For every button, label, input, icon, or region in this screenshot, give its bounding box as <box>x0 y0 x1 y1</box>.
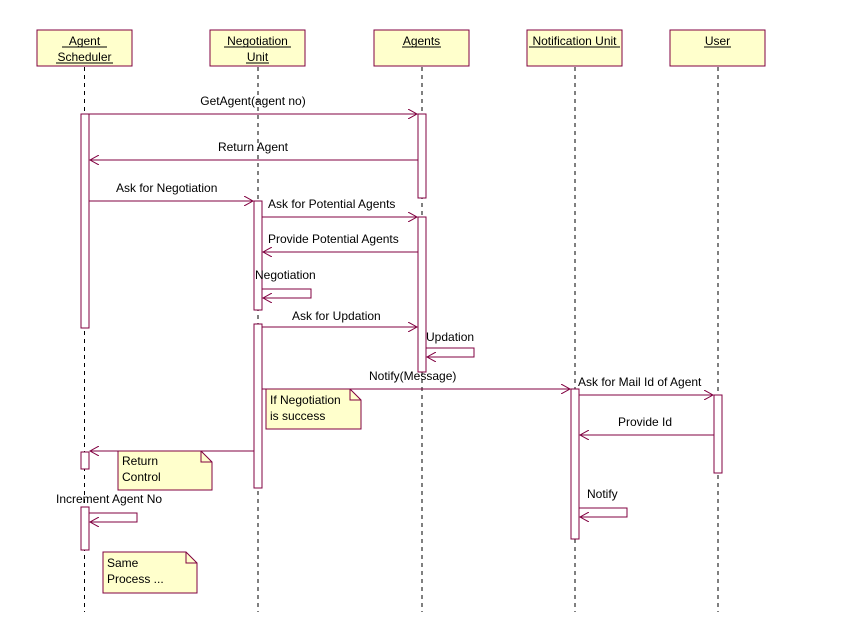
message-ask-potential-agents[interactable]: Ask for Potential Agents <box>262 197 417 217</box>
participant-user[interactable]: User <box>669 29 766 67</box>
participant-agent-scheduler[interactable]: Agent Scheduler <box>36 29 133 67</box>
message-label: Notify(Message) <box>369 369 456 383</box>
message-label: GetAgent(agent no) <box>200 94 305 108</box>
activation-agents-1 <box>417 113 427 199</box>
message-label: Negotiation <box>255 268 316 282</box>
message-return-agent[interactable]: Return Agent <box>90 140 418 160</box>
participant-label: User <box>705 34 730 48</box>
message-provide-id[interactable]: Provide Id <box>580 415 714 435</box>
message-ask-mail-id[interactable]: Ask for Mail Id of Agent <box>578 375 713 395</box>
activation-scheduler-2 <box>80 451 90 470</box>
participant-label: Unit <box>247 50 269 64</box>
participant-label: Agent <box>69 34 101 48</box>
message-increment-agent-no[interactable]: Increment Agent No <box>56 492 162 522</box>
note-return-control[interactable]: Return Control <box>117 450 213 491</box>
activation-scheduler-3 <box>80 506 90 551</box>
message-notify-message[interactable]: Notify(Message) <box>262 369 570 389</box>
participant-notification-unit[interactable]: Notification Unit <box>526 29 623 67</box>
activation-user-1 <box>713 394 723 474</box>
message-updation-self[interactable]: Updation <box>426 330 475 357</box>
activation-notification-1 <box>570 388 580 540</box>
participant-label: Scheduler <box>57 50 111 64</box>
note-line: is success <box>270 409 325 423</box>
message-label: Increment Agent No <box>56 492 162 506</box>
message-provide-potential-agents[interactable]: Provide Potential Agents <box>263 232 418 252</box>
activation-agents-2 <box>417 216 427 373</box>
note-line: Process ... <box>107 572 164 586</box>
activation-negotiation-1 <box>253 200 263 311</box>
message-getagent[interactable]: GetAgent(agent no) <box>89 94 417 114</box>
participant-label: Notification Unit <box>532 34 617 48</box>
message-ask-updation[interactable]: Ask for Updation <box>262 309 417 327</box>
participant-label: Agents <box>403 34 440 48</box>
note-same-process[interactable]: Same Process ... <box>102 551 198 594</box>
note-line: If Negotiation <box>270 393 341 407</box>
note-line: Control <box>122 470 161 484</box>
message-label: Ask for Mail Id of Agent <box>578 375 702 389</box>
message-notify-self[interactable]: Notify <box>579 487 628 517</box>
note-if-negotiation-success[interactable]: If Negotiation is success <box>265 388 362 430</box>
message-label: Provide Potential Agents <box>268 232 399 246</box>
participant-label: Negotiation <box>227 34 288 48</box>
message-label: Provide Id <box>618 415 672 429</box>
message-label: Ask for Potential Agents <box>268 197 395 211</box>
participant-negotiation-unit[interactable]: Negotiation Unit <box>209 29 306 67</box>
message-label: Ask for Negotiation <box>116 181 217 195</box>
participant-agents[interactable]: Agents <box>373 29 470 67</box>
message-ask-negotiation[interactable]: Ask for Negotiation <box>89 181 253 201</box>
message-label: Updation <box>426 330 474 344</box>
activation-negotiation-2 <box>253 323 263 489</box>
note-line: Same <box>107 556 139 570</box>
note-line: Return <box>122 454 158 468</box>
activation-scheduler-1 <box>80 113 90 329</box>
message-negotiation-self[interactable]: Negotiation <box>255 268 316 298</box>
message-label: Notify <box>587 487 618 501</box>
message-label: Return Agent <box>218 140 289 154</box>
message-label: Ask for Updation <box>292 309 381 323</box>
